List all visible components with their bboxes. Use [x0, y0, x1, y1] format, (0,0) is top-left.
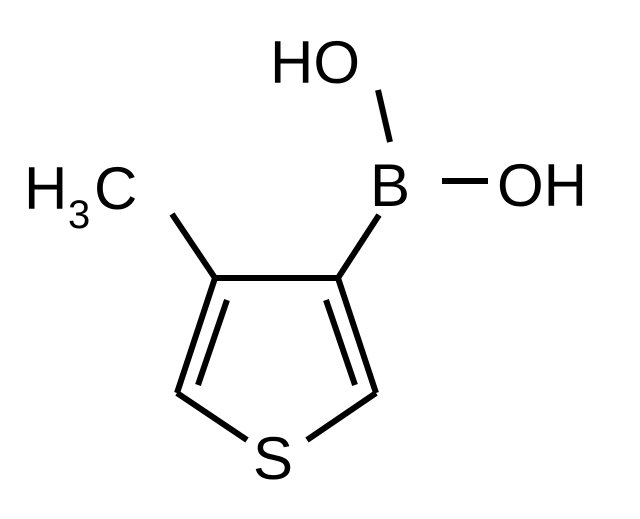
- hydroxyl-right-label: OH: [497, 152, 587, 219]
- sulfur-label: S: [253, 425, 293, 492]
- bond-c3-boron: [335, 213, 382, 280]
- bond-c4-c5-inner: [195, 299, 230, 386]
- bond-c2-sulfur: [305, 390, 378, 443]
- bond-methyl-c4: [169, 212, 218, 280]
- atom-labels: H 3 C HO B OH S: [24, 29, 587, 492]
- bond-c3-c2: [335, 277, 379, 394]
- methyl-subscript-label: 3: [68, 193, 90, 237]
- boron-label: B: [370, 152, 410, 219]
- bonds: [169, 89, 488, 443]
- hydroxyl-top-label: HO: [270, 29, 360, 96]
- bond-c4-c5: [174, 277, 218, 394]
- bond-c5-sulfur: [175, 390, 249, 443]
- bond-c3-c2-inner: [323, 299, 358, 386]
- methyl-h-label: H: [24, 155, 67, 222]
- methyl-c-label: C: [94, 155, 137, 222]
- bond-boron-oh-top: [375, 89, 393, 143]
